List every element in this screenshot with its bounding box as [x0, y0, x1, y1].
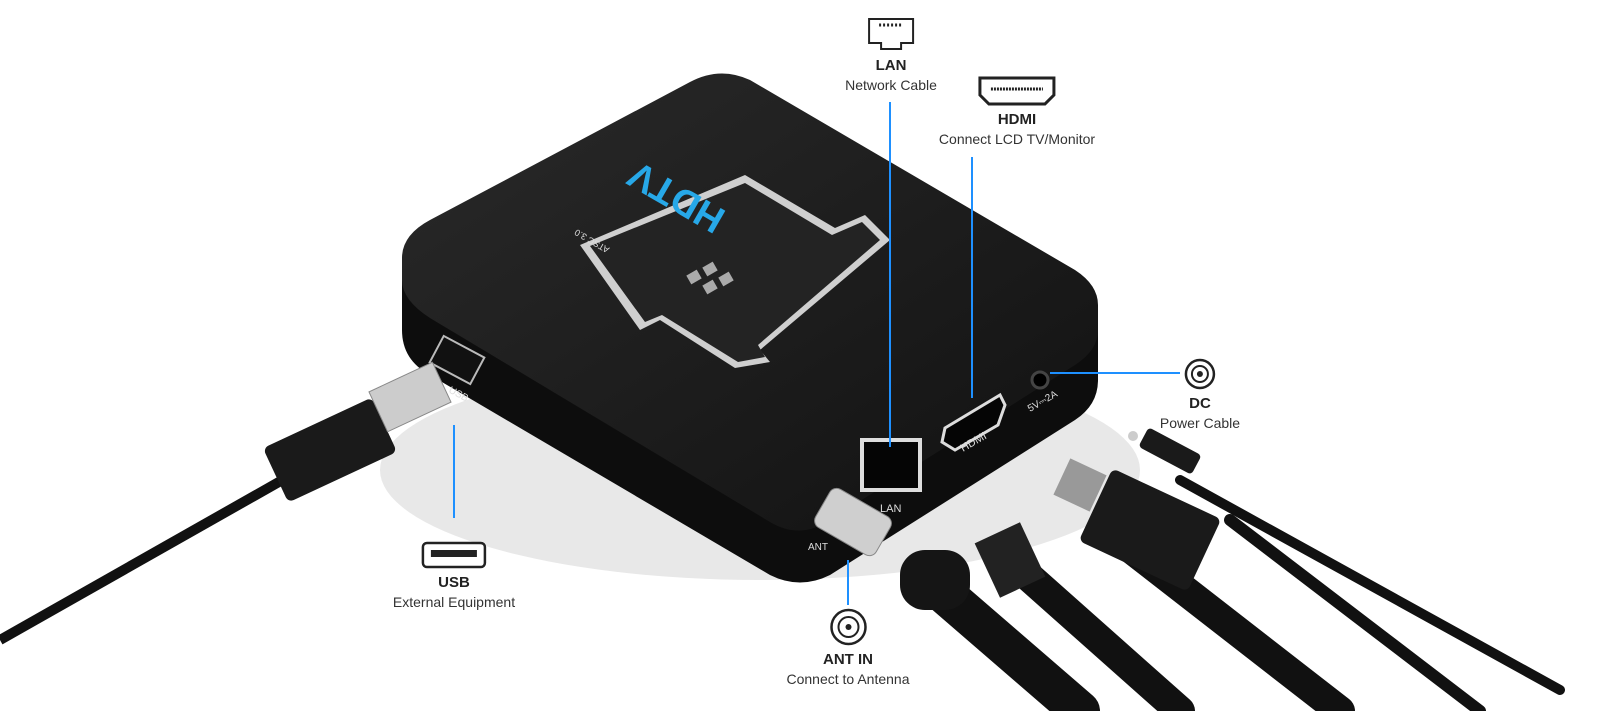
- usb-port-icon: [421, 541, 487, 569]
- ant-port-label: ANT: [808, 542, 828, 553]
- hdmi-port: [940, 392, 1007, 452]
- dc-callout: DC Power Cable: [1160, 357, 1240, 431]
- hdmi-callout: HDMI Connect LCD TV/Monitor: [939, 75, 1095, 147]
- usb-title: USB: [438, 574, 470, 591]
- usb-subtitle: External Equipment: [392, 594, 516, 610]
- hdmi-title: HDMI: [997, 111, 1037, 128]
- cable-plugs: [900, 428, 1220, 610]
- dc-subtitle: Power Cable: [1159, 415, 1241, 431]
- dc-jack: [1030, 370, 1050, 390]
- lan-port: [860, 438, 922, 492]
- dc-jack-icon: [1184, 358, 1216, 390]
- coax-icon: [829, 608, 867, 646]
- dc-title: DC: [1189, 395, 1211, 412]
- lan-port-label: LAN: [880, 503, 901, 515]
- ant-title: ANT IN: [823, 651, 873, 668]
- lan-subtitle: Network Cable: [845, 77, 937, 93]
- hdmi-subtitle: Connect LCD TV/Monitor: [938, 131, 1096, 147]
- lan-callout: LAN Network Cable: [845, 15, 937, 93]
- windows-grid-icon: [686, 261, 734, 295]
- usb-port: [428, 334, 486, 386]
- ethernet-port-icon: [867, 18, 914, 50]
- tv-box-device: HDTV ATSC 3.0 USB LAN HDMI 5V⎓2A ANT: [402, 73, 1098, 583]
- lan-title: LAN: [875, 57, 907, 74]
- ant-connector: [814, 487, 892, 557]
- ant-callout: ANT IN Connect to Antenna: [787, 607, 910, 687]
- ant-subtitle: Connect to Antenna: [786, 671, 910, 687]
- hdmi-port-icon: [978, 76, 1056, 106]
- usb-cable: [0, 361, 452, 645]
- leader-lines: [453, 102, 1180, 605]
- usb-callout: USB External Equipment: [393, 540, 515, 610]
